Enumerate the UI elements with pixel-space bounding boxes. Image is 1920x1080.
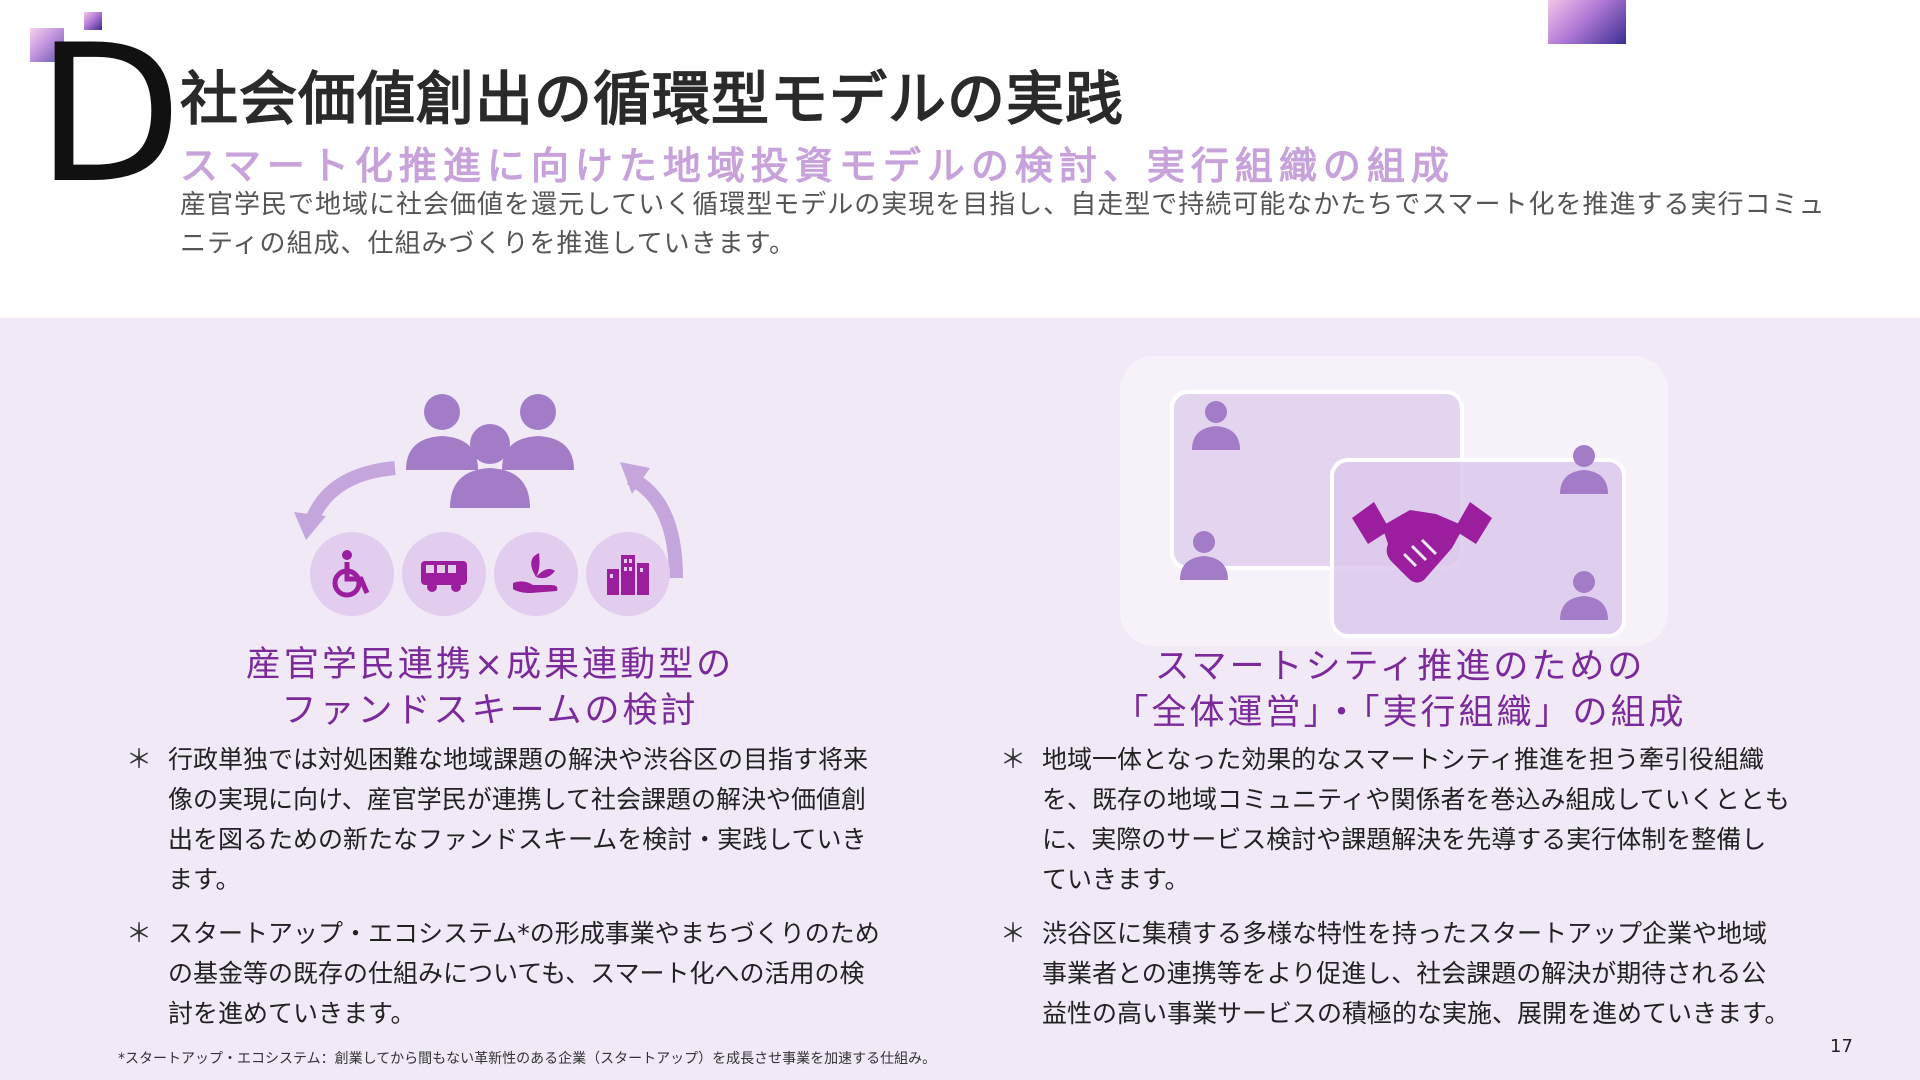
handshake-icon bbox=[1352, 502, 1492, 583]
curved-arrow-left-icon bbox=[294, 461, 396, 540]
list-item: ＊ 行政単独では対処困難な地域課題の解決や渋谷区の目指す将来像の実現に向け、産官学… bbox=[126, 740, 880, 900]
footnote: *スタートアップ・エコシステム：創業してから間もない革新性のある企業（スタートア… bbox=[118, 1051, 937, 1067]
left-title-line1: 産官学民連携×成果連動型の bbox=[245, 645, 735, 685]
right-illustration bbox=[1120, 356, 1668, 646]
person-icon bbox=[1560, 571, 1608, 620]
page-subtitle: スマート化推進に向けた地域投資モデルの検討、実行組織の組成 bbox=[180, 144, 1455, 188]
left-illustration bbox=[280, 390, 700, 620]
buildings-icon bbox=[607, 555, 649, 595]
bullet-text: 渋谷区に集積する多様な特性を持ったスタートアップ企業や地域事業者との連携等をより… bbox=[1042, 919, 1790, 1028]
person-icon bbox=[1180, 531, 1228, 580]
hand-plant-icon bbox=[513, 553, 558, 593]
curved-arrow-right-icon bbox=[620, 462, 683, 579]
bullet-text: 地域一体となった効果的なスマートシティ推進を担う牽引役組織を、既存の地域コミュニ… bbox=[1042, 745, 1790, 894]
page-title: 社会価値創出の循環型モデルの実践 bbox=[180, 65, 1125, 133]
right-column-title: スマートシティ推進のための 「全体運営」・「実行組織」の組成 bbox=[1040, 644, 1760, 736]
section-letter: D bbox=[36, 4, 183, 225]
person-icon bbox=[1192, 401, 1240, 450]
decor-square bbox=[30, 28, 64, 62]
icon-circle bbox=[494, 532, 578, 616]
right-bullet-list: ＊ 地域一体となった効果的なスマートシティ推進を担う牽引役組織を、既存の地域コミュ… bbox=[1000, 740, 1790, 1048]
icon-circle bbox=[402, 532, 486, 616]
bullet-marker: ＊ bbox=[126, 745, 153, 775]
bullet-marker: ＊ bbox=[1000, 919, 1027, 949]
wheelchair-icon bbox=[332, 550, 370, 598]
list-item: ＊ スタートアップ・エコシステム*の形成事業やまちづくりのための基金等の既存の仕組… bbox=[126, 914, 880, 1034]
icon-circle bbox=[586, 532, 670, 616]
bullet-marker: ＊ bbox=[126, 919, 153, 949]
right-title-line2: 「全体運営」・「実行組織」の組成 bbox=[1113, 693, 1687, 733]
decor-square bbox=[84, 12, 102, 30]
right-title-line1: スマートシティ推進のための bbox=[1154, 647, 1646, 687]
decor-square bbox=[1548, 0, 1626, 44]
page-description: 産官学民で地域に社会価値を還元していく循環型モデルの実現を目指し、自走型で持続可… bbox=[180, 190, 1826, 259]
bus-icon bbox=[421, 561, 467, 592]
page-number: 17 bbox=[1830, 1036, 1853, 1057]
people-group-icon bbox=[406, 394, 574, 508]
list-item: ＊ 渋谷区に集積する多様な特性を持ったスタートアップ企業や地域事業者との連携等をよ… bbox=[1000, 914, 1790, 1034]
person-icon bbox=[1560, 445, 1608, 494]
left-title-line2: ファンドスキームの検討 bbox=[281, 691, 699, 731]
bullet-marker: ＊ bbox=[1000, 745, 1027, 775]
left-column-title: 産官学民連携×成果連動型の ファンドスキームの検討 bbox=[150, 642, 830, 734]
bullet-text: 行政単独では対処困難な地域課題の解決や渋谷区の目指す将来像の実現に向け、産官学民… bbox=[168, 745, 869, 894]
icon-circle bbox=[310, 532, 394, 616]
bullet-text: スタートアップ・エコシステム*の形成事業やまちづくりのための基金等の既存の仕組み… bbox=[168, 919, 880, 1028]
left-bullet-list: ＊ 行政単独では対処困難な地域課題の解決や渋谷区の目指す将来像の実現に向け、産官学… bbox=[126, 740, 880, 1048]
list-item: ＊ 地域一体となった効果的なスマートシティ推進を担う牽引役組織を、既存の地域コミュ… bbox=[1000, 740, 1790, 900]
